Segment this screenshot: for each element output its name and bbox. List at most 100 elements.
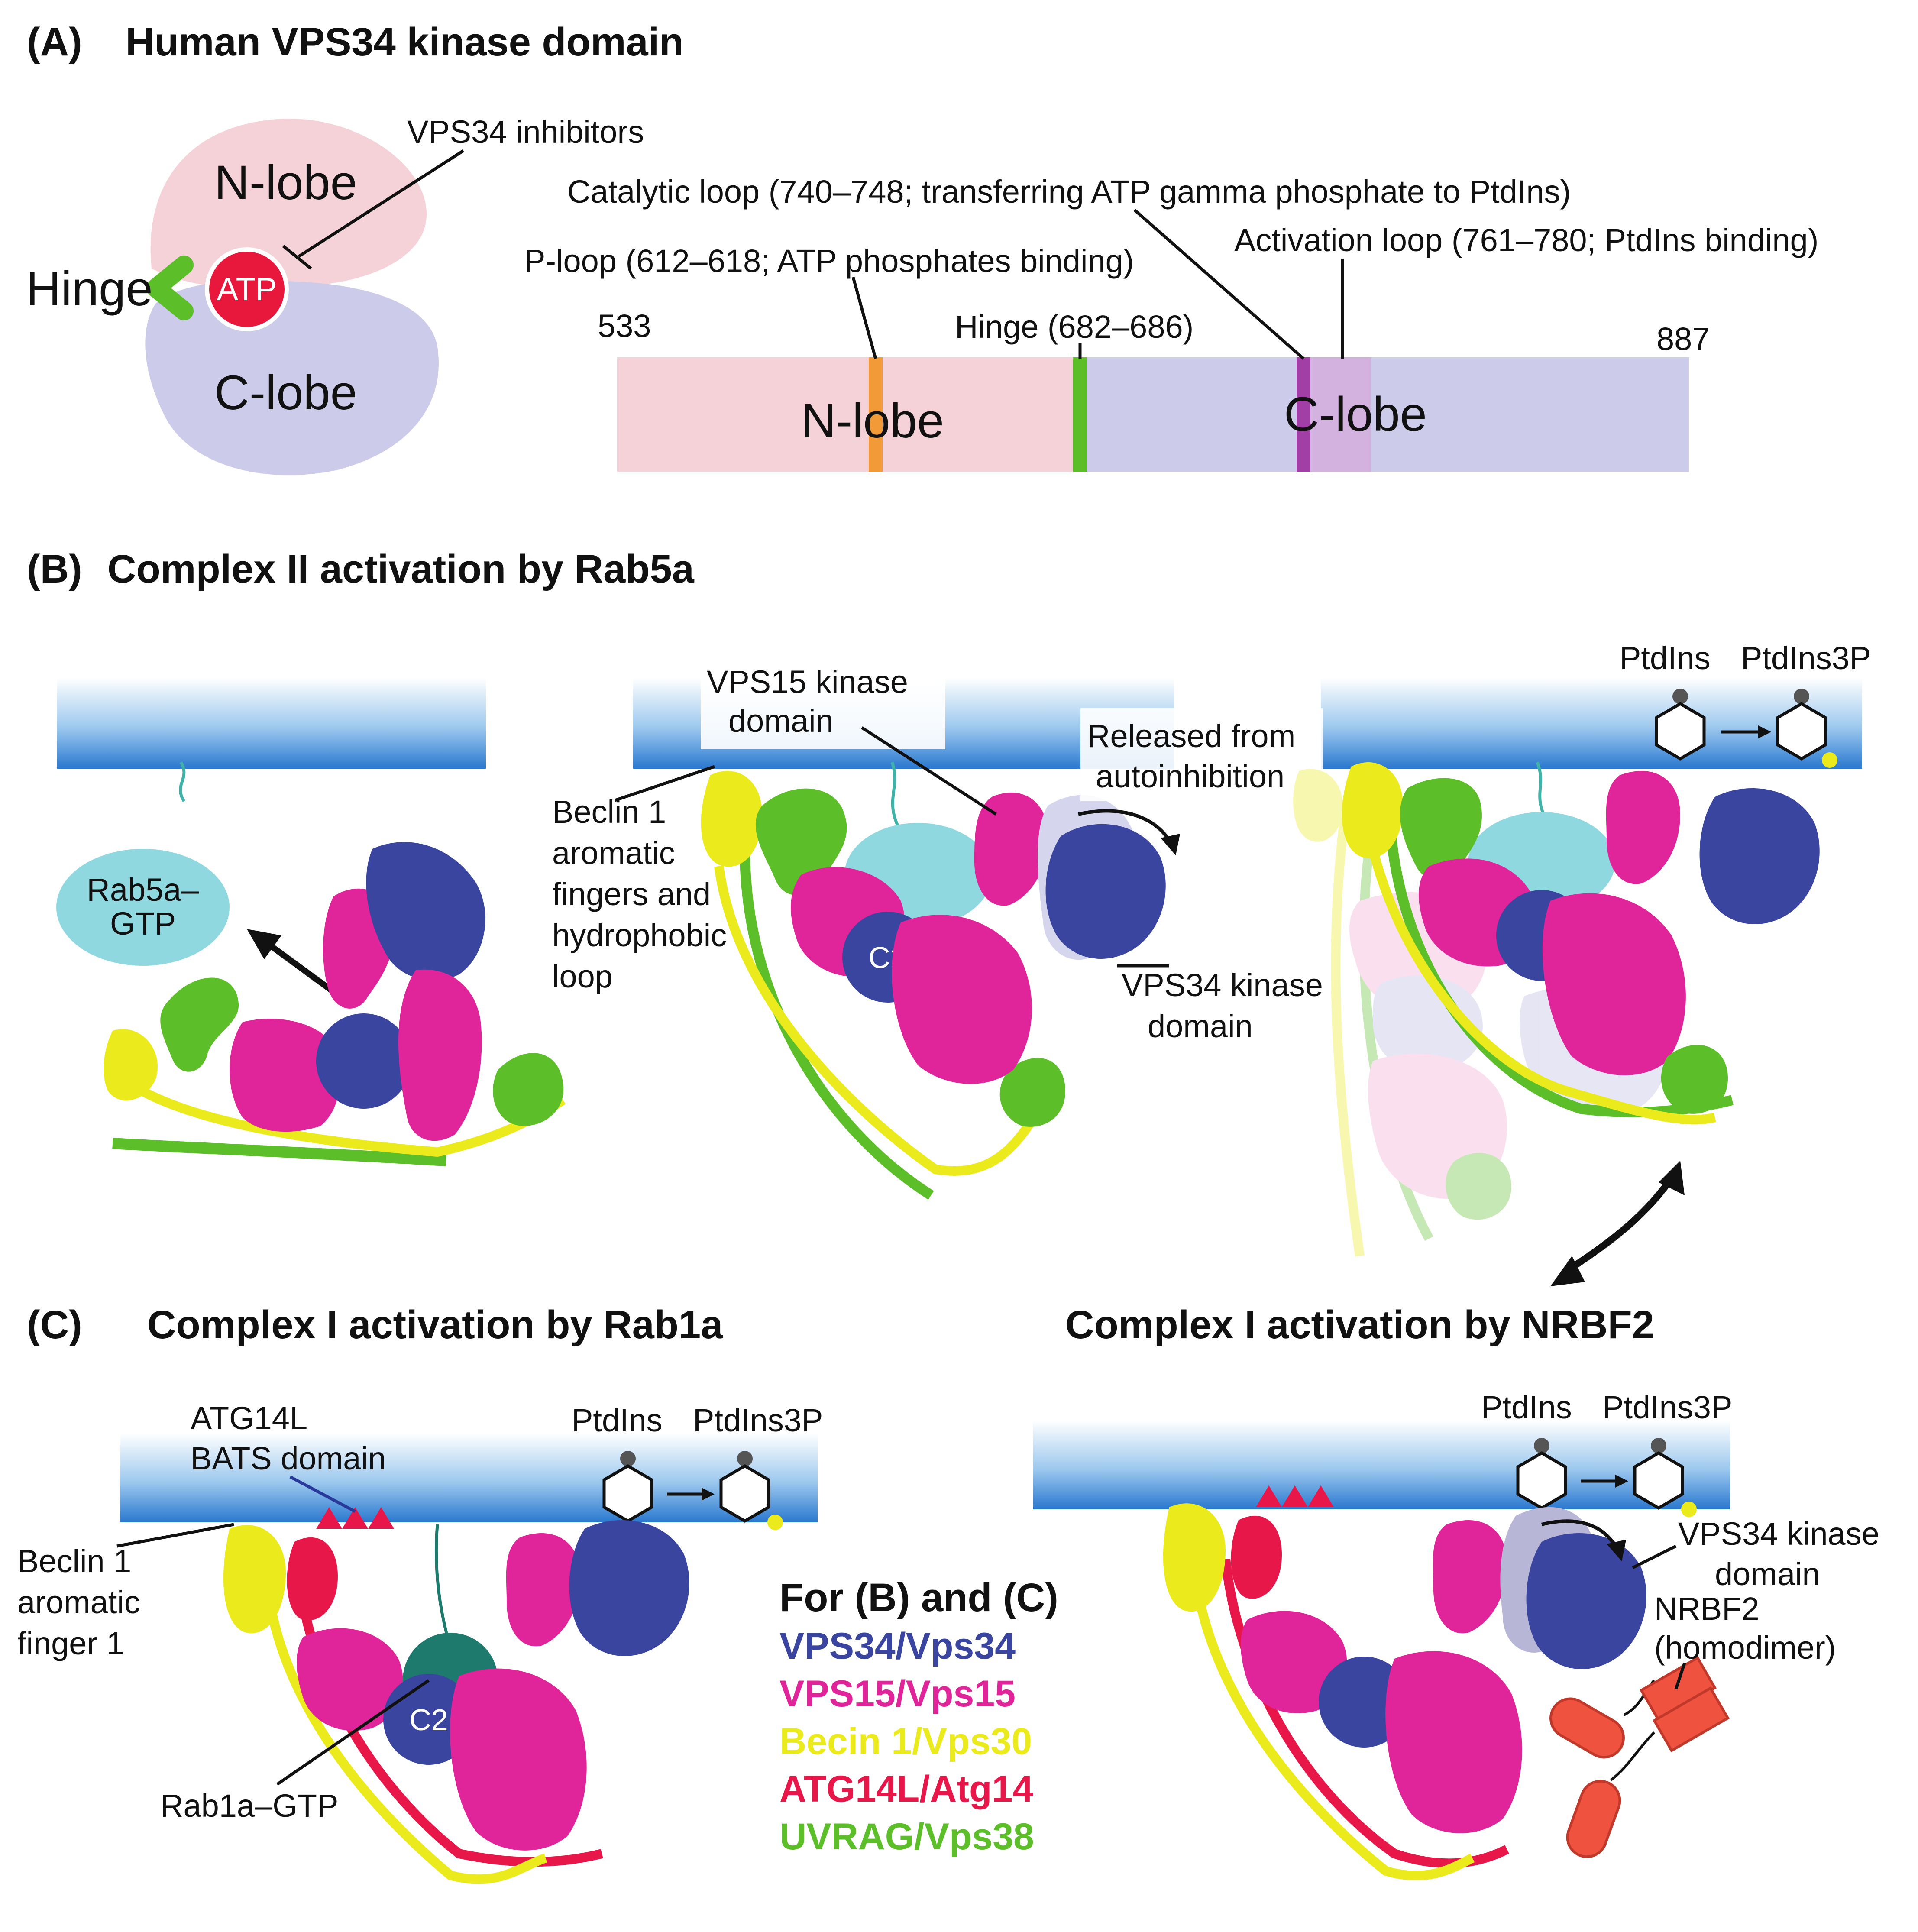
legend-item-vps15: VPS15/Vps15 xyxy=(779,1673,1016,1715)
ghost-beclin-finger xyxy=(1293,769,1343,842)
beclin-finger-3 xyxy=(1342,762,1403,858)
ptdins-label-c1: PtdIns xyxy=(572,1402,663,1438)
c-lobe-label: C-lobe xyxy=(214,366,357,420)
catalytic-loop-band xyxy=(1297,357,1310,472)
rotation-arrow-head-down xyxy=(1550,1256,1585,1286)
ghost-beclin xyxy=(1331,800,1365,1257)
vps15-leader xyxy=(861,726,997,816)
atp-label: ATP xyxy=(217,271,277,307)
beclin-b-line5: loop xyxy=(552,958,613,994)
beclin-finger-c2 xyxy=(1163,1503,1226,1612)
atp-circle xyxy=(205,247,289,331)
rab5a-arrow-head xyxy=(247,929,281,959)
hinge-range-label: Hinge (682–686) xyxy=(955,309,1193,345)
uvrag-n-term-3 xyxy=(1400,778,1482,879)
catalytic-loop-label: Catalytic loop (740–748; transferring AT… xyxy=(567,174,1571,210)
ptdins3p-ring-c1 xyxy=(719,1464,770,1523)
nrbf2-leader xyxy=(1674,1662,1686,1690)
rab5a-label-line2: GTP xyxy=(110,906,176,942)
phosphate-dot-c2 xyxy=(1681,1502,1697,1517)
beclin-c-line3: finger 1 xyxy=(17,1625,124,1661)
panel-c-label: (C) xyxy=(27,1303,82,1347)
atg14l-label-line1: ATG14L xyxy=(191,1400,307,1436)
ptdins3p-headgroup-c2 xyxy=(1651,1438,1666,1453)
ghost-uvrag xyxy=(1359,822,1433,1241)
atg14l-bats-c1 xyxy=(316,1507,394,1529)
legend-heading: For (B) and (C) xyxy=(779,1576,1058,1620)
beclin-coil-c2 xyxy=(1190,1576,1475,1880)
ptdins3p-label-c1: PtdIns3P xyxy=(693,1402,823,1438)
beclin-coil-c1 xyxy=(264,1593,547,1884)
rab5a-gtp-1 xyxy=(56,849,230,966)
rab5a-arrow-shaft xyxy=(266,942,336,994)
nrbf2-linker-2 xyxy=(1610,1731,1656,1781)
released-label-box xyxy=(1080,708,1323,801)
beclin-b-line4: hydrophobic xyxy=(552,917,727,953)
vps15-helical-c1 xyxy=(297,1628,403,1731)
beclin-b-line2: aromatic xyxy=(552,835,675,871)
domain-start-label: 533 xyxy=(598,308,651,344)
released-label-line2: autoinhibition xyxy=(1096,758,1284,794)
ptdins3p-headgroup-c1 xyxy=(737,1451,753,1466)
membrane-b1 xyxy=(57,678,486,769)
vps15-body-c1 xyxy=(450,1668,587,1851)
rab5a-anchor-1 xyxy=(178,761,186,802)
catalytic-loop-leader xyxy=(1133,209,1305,360)
atg14l-label-line2: BATS domain xyxy=(191,1440,386,1476)
conversion-arrow-head-b xyxy=(1758,725,1771,738)
nrbf2-coiled-coil-2 xyxy=(1652,1686,1730,1753)
c-lobe-shape xyxy=(145,280,439,476)
conversion-arrow-head-c1 xyxy=(702,1488,715,1501)
legend: For (B) and (C) VPS34/Vps34 VPS15/Vps15 … xyxy=(779,1576,1058,1858)
ptdins-headgroup-c1 xyxy=(620,1451,636,1466)
beclin-finger-c1 xyxy=(223,1525,286,1634)
beclin-b-line1: Beclin 1 xyxy=(552,794,666,830)
beclin-finger-1 xyxy=(104,1029,158,1101)
complex-ii-active: PtdIns PtdIns3P xyxy=(1293,640,1871,1286)
vps15-kinase-2 xyxy=(974,793,1048,906)
panel-a-title: Human VPS34 kinase domain xyxy=(126,20,683,64)
domain-bar: N-lobe C-lobe 533 887 P-loop (612–618; A… xyxy=(524,174,1818,472)
vps34-b-line2: domain xyxy=(1148,1008,1253,1044)
vps15-body-3 xyxy=(1542,893,1686,1075)
inhibitors-label: VPS34 inhibitors xyxy=(407,114,644,150)
membrane-c1 xyxy=(120,1434,818,1522)
vps15-kinase-c1 xyxy=(506,1533,580,1647)
legend-item-atg14l: ATG14L/Atg14 xyxy=(779,1768,1033,1810)
beclin-c-leader xyxy=(116,1523,234,1548)
membrane-b3 xyxy=(1321,678,1862,769)
hinge-chevron xyxy=(146,256,194,320)
rab5a-anchor-3 xyxy=(1536,761,1548,819)
vps34-kinase-1 xyxy=(366,842,485,981)
ghost-vps34-1 xyxy=(1373,975,1483,1074)
uvrag-c-term-2 xyxy=(999,1058,1065,1127)
ptdins3p-headgroup-b xyxy=(1794,689,1809,704)
complex-ii-rab5a-bound: C2 VPS15 kinase domain Released from aut… xyxy=(552,656,1323,1200)
release-arrow xyxy=(1078,809,1171,841)
released-label-line1: Released from xyxy=(1087,718,1295,754)
vps34-kinase-c1 xyxy=(569,1520,689,1656)
legend-item-beclin: Becin 1/Vps30 xyxy=(779,1721,1032,1762)
vps15-body-1 xyxy=(398,969,482,1141)
panel-b: (B) Complex II activation by Rab5a Rab5a… xyxy=(27,547,1871,1286)
ptdins-headgroup-c2 xyxy=(1534,1438,1549,1453)
panel-b-title: Complex II activation by Rab5a xyxy=(107,547,695,591)
ptdins3p-label-b: PtdIns3P xyxy=(1741,640,1871,676)
panel-b-label: (B) xyxy=(27,547,82,591)
ptdins-headgroup-b xyxy=(1672,689,1688,704)
rab5a-anchor-2 xyxy=(890,761,902,832)
phosphate-dot-c1 xyxy=(767,1515,783,1530)
phosphate-dot-b xyxy=(1822,752,1837,768)
vps34-kinase-2 xyxy=(1045,824,1166,959)
atg14l-n-term-c1 xyxy=(287,1537,338,1621)
vps15-label-line1: VPS15 kinase xyxy=(707,664,908,700)
vps15-label-line2: domain xyxy=(728,703,834,739)
legend-item-uvrag: UVRAG/Vps38 xyxy=(779,1816,1034,1858)
atg14l-n-term-c2 xyxy=(1231,1515,1282,1599)
activation-loop-band xyxy=(1310,357,1371,472)
beclin-c-line2: aromatic xyxy=(17,1584,140,1620)
vps15-kinase-3 xyxy=(1606,771,1680,884)
ptdins-label-b: PtdIns xyxy=(1620,640,1711,676)
uvrag-n-term-1 xyxy=(160,977,239,1072)
ptdins-ring-c1 xyxy=(602,1464,653,1523)
